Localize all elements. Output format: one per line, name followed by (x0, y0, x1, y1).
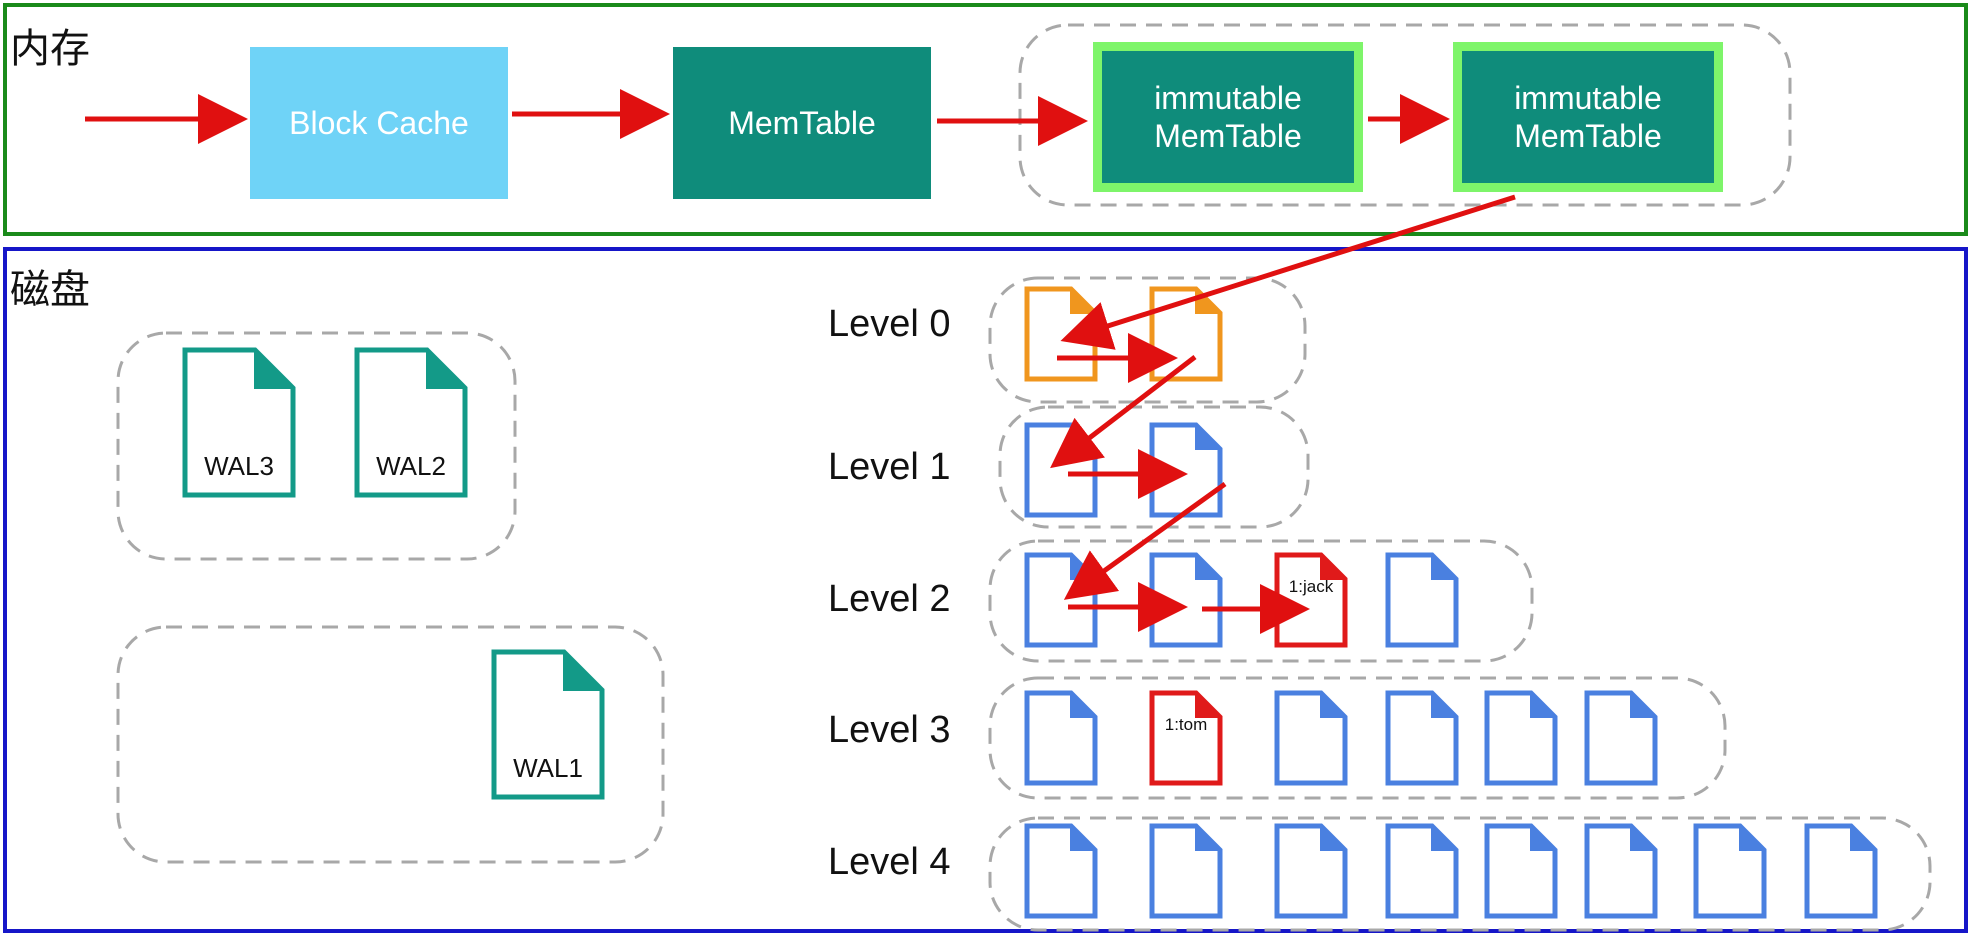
page-fold-icon (1530, 690, 1558, 718)
level-1-label: Level 1 (828, 446, 951, 488)
immutable-1-line-1: immutable (1154, 80, 1302, 116)
page-fold-icon (1739, 823, 1767, 851)
immutable-memtable-1-label: immutable MemTable (1154, 79, 1302, 155)
level-2-label: Level 2 (828, 578, 951, 620)
level-2-file-3: 1:jack (1274, 552, 1348, 648)
page-fold-icon (254, 347, 296, 389)
page-fold-icon (563, 649, 605, 691)
page-fold-icon (1630, 823, 1658, 851)
immutable-memtable-2-label: immutable MemTable (1514, 79, 1662, 155)
level-1-file-2 (1149, 422, 1223, 518)
level-2-file-2 (1149, 552, 1223, 648)
level-4-file-1 (1024, 823, 1098, 919)
wal-file-3: WAL1 (491, 649, 605, 800)
memtable-box: MemTable (673, 47, 931, 199)
level-4-file-4 (1385, 823, 1459, 919)
level-1-group (998, 405, 1310, 529)
page-fold-icon (1431, 552, 1459, 580)
arrow-flush-to-level-0 (1060, 194, 1516, 350)
page-fold-icon (1070, 286, 1098, 314)
level-2-group (988, 539, 1534, 663)
arrow-level-0-to-level-1 (1050, 355, 1197, 469)
level-3-group (988, 676, 1727, 800)
level-4-file-7 (1693, 823, 1767, 919)
arrow-level-1-to-level-2 (1063, 481, 1227, 600)
page-fold-icon (1195, 422, 1223, 450)
immutable-memtable-2: immutable MemTable (1453, 42, 1723, 192)
level-4-file-6 (1584, 823, 1658, 919)
page-fold-icon (1431, 823, 1459, 851)
level-3-label: Level 3 (828, 709, 951, 751)
level-0-label: Level 0 (828, 303, 951, 345)
level-4-file-2 (1149, 823, 1223, 919)
page-fold-icon (1850, 823, 1878, 851)
level-2-file-4 (1385, 552, 1459, 648)
page-fold-icon (1320, 823, 1348, 851)
level-4-label: Level 4 (828, 841, 951, 883)
level-4-file-3 (1274, 823, 1348, 919)
level-4-group (988, 816, 1932, 932)
level-3-file-1 (1024, 690, 1098, 786)
level-2-file-1 (1024, 552, 1098, 648)
immutable-2-line-1: immutable (1514, 80, 1662, 116)
level-0-group (988, 276, 1307, 404)
page-fold-icon (426, 347, 468, 389)
immutable-1-line-2: MemTable (1154, 118, 1302, 154)
page-fold-icon (1195, 552, 1223, 580)
page-fold-icon (1070, 552, 1098, 580)
immutable-memtable-1: immutable MemTable (1093, 42, 1363, 192)
level-4-file-8 (1804, 823, 1878, 919)
block-cache-box: Block Cache (250, 47, 508, 199)
immutable-2-line-2: MemTable (1514, 118, 1662, 154)
level-3-file-2: 1:tom (1149, 690, 1223, 786)
wal-group-1 (116, 331, 517, 561)
page-fold-icon (1431, 690, 1459, 718)
immutable-group (1018, 23, 1792, 207)
memtable-label: MemTable (728, 105, 876, 141)
memory-title: 内存 (10, 26, 90, 72)
page-fold-icon (1530, 823, 1558, 851)
page-fold-icon (1195, 690, 1223, 718)
level-4-file-5 (1484, 823, 1558, 919)
wal-group-2 (116, 625, 665, 864)
page-fold-icon (1320, 690, 1348, 718)
page-fold-icon (1630, 690, 1658, 718)
page-fold-icon (1070, 823, 1098, 851)
wal-file-2: WAL2 (354, 347, 468, 498)
memory-region (3, 3, 1968, 236)
page-fold-icon (1070, 690, 1098, 718)
wal-file-1: WAL3 (182, 347, 296, 498)
level-3-file-4 (1385, 690, 1459, 786)
disk-region (3, 247, 1968, 933)
page-fold-icon (1195, 823, 1223, 851)
level-3-file-3 (1274, 690, 1348, 786)
page-fold-icon (1320, 552, 1348, 580)
level-3-file-6 (1584, 690, 1658, 786)
block-cache-label: Block Cache (289, 105, 469, 141)
level-3-file-5 (1484, 690, 1558, 786)
disk-title: 磁盘 (10, 267, 90, 313)
